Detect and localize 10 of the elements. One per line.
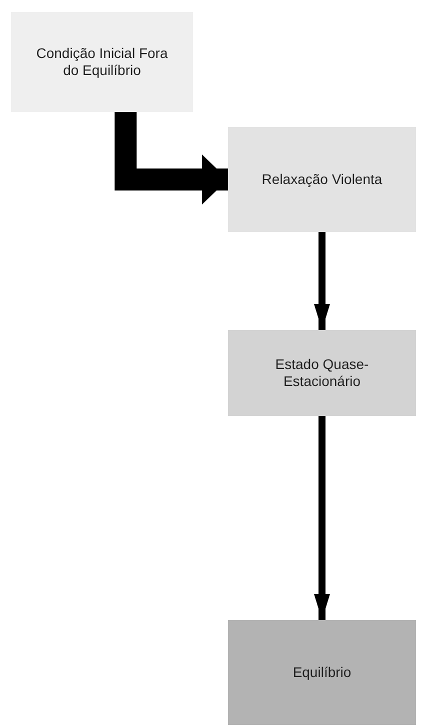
arrow [314, 416, 330, 620]
node-label: Equilíbrio [292, 664, 352, 682]
process-box [228, 620, 416, 725]
arrow [314, 232, 330, 330]
node-label: Estado Quase-Estacionário [274, 356, 370, 390]
node-label: Relaxação Violenta [262, 170, 382, 188]
process-box [228, 330, 416, 416]
process-box [228, 127, 416, 232]
node-label: Condição Inicial Fora do Equilíbrio [35, 44, 169, 80]
process-box [11, 12, 193, 112]
